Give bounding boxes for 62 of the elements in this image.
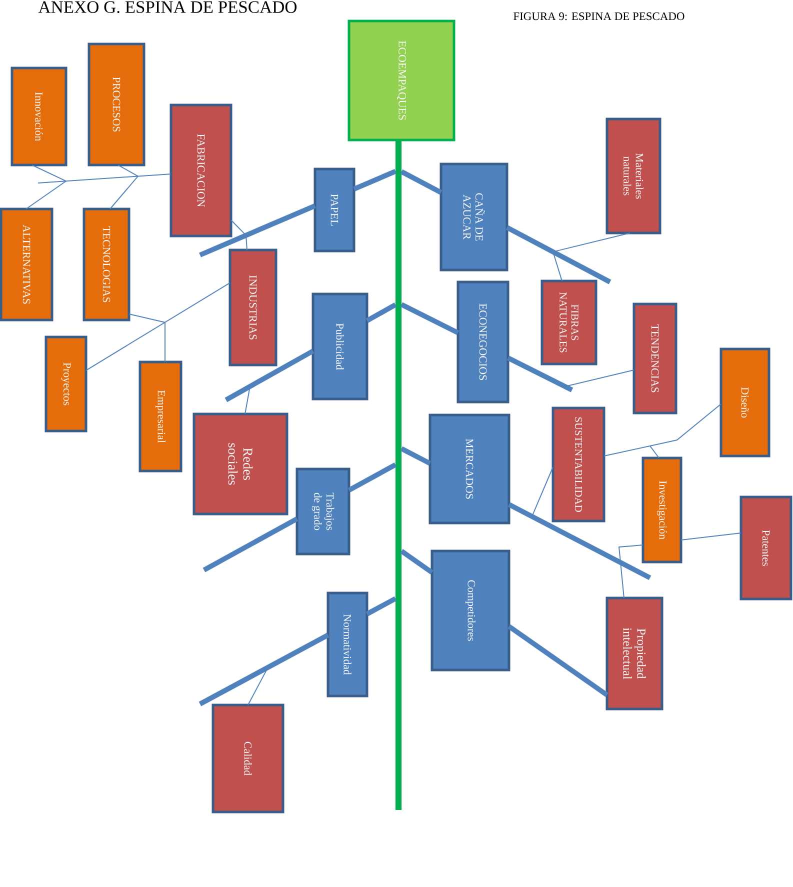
cause-box: FABRICACION	[170, 104, 232, 238]
cause-box: SUSTENTABILIDAD	[552, 406, 606, 522]
bone-line	[366, 596, 397, 616]
cause-box: TENDENCIAS	[632, 302, 678, 414]
category-box: Normatividad	[326, 592, 368, 698]
bone-line	[348, 462, 397, 492]
connector-line	[552, 232, 630, 282]
subcause-box: TECNOLOGIAS	[82, 208, 130, 322]
cause-box: FIBRAS NATURALES	[540, 280, 598, 366]
bone-line	[366, 302, 397, 323]
connector-line	[164, 322, 166, 362]
bone-line	[400, 302, 460, 336]
connector-line	[618, 544, 644, 598]
bone-line	[400, 169, 442, 195]
bone-line	[224, 348, 314, 402]
category-box: CAÑA DE AZUCAR	[440, 162, 508, 272]
connector-line	[230, 220, 248, 250]
subcause-box: PROCESOS	[88, 42, 146, 166]
cause-box: Propiedad intelectual	[606, 596, 664, 710]
connector-line	[26, 180, 66, 210]
title: ANEXO G. ESPINA DE PESCADO	[38, 1, 297, 13]
cause-box: Materiales naturales	[606, 118, 662, 234]
bone-line	[353, 169, 396, 192]
connector-line	[680, 532, 742, 540]
category-box: MERCADOS	[428, 414, 510, 524]
connector-line	[110, 176, 138, 210]
cause-box: Patentes	[740, 496, 792, 600]
subcause-box: Diseño	[720, 348, 770, 458]
category-box: ECONEGOCIOS	[456, 280, 510, 404]
bone-line	[506, 225, 612, 284]
connector-line	[128, 314, 166, 323]
caption: FIGURA 9: ESPINA DE PESCADO	[514, 12, 684, 20]
bone-line	[199, 204, 316, 258]
bone-line	[198, 632, 330, 706]
connector-line	[32, 164, 66, 182]
connector-line	[118, 164, 138, 177]
category-box: Competidores	[430, 550, 510, 672]
connector-line	[604, 404, 722, 456]
connector-line	[650, 445, 660, 458]
head-box: ECOEMPAQUES	[348, 20, 456, 142]
subcause-box: Innovación	[10, 66, 68, 166]
category-box: PAPEL	[314, 168, 356, 252]
bone-line	[508, 624, 608, 698]
spine-bar	[396, 140, 402, 810]
subcause-box: Empresarial	[138, 360, 182, 472]
cause-box: Redes sociales	[192, 412, 288, 516]
bone-line	[508, 502, 652, 580]
subcause-box: Proyectos	[44, 336, 88, 432]
connector-line	[86, 282, 230, 371]
connector-line	[38, 174, 172, 184]
bone-line	[400, 549, 434, 575]
connector-line	[532, 466, 554, 517]
connector-line	[564, 370, 634, 387]
cause-box: Calidad	[212, 704, 284, 814]
subcause-box: ALTERNATIVAS	[0, 208, 54, 322]
category-box: Trabajos de grado	[296, 468, 350, 556]
category-box: Publicidad	[312, 292, 368, 400]
subcause-box: Investigación	[642, 456, 682, 564]
bone-line	[400, 446, 432, 466]
bone-line	[202, 516, 298, 572]
bone-line	[506, 356, 574, 392]
cause-box: INDUSTRIAS	[228, 248, 278, 366]
